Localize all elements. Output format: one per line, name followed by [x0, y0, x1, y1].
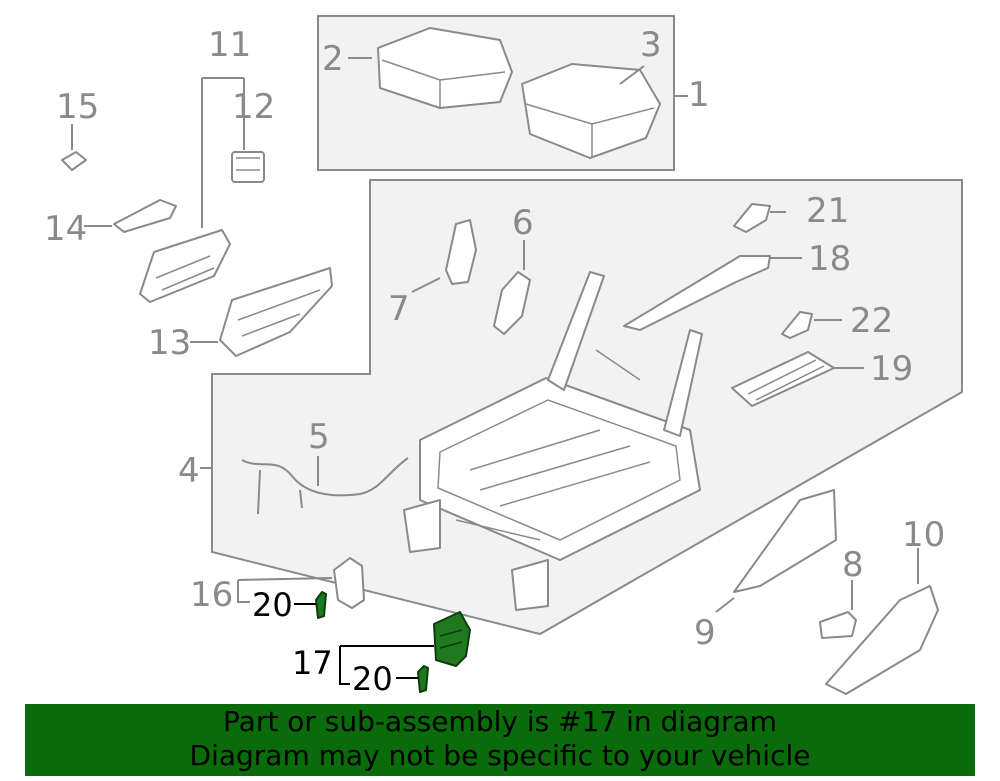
leader-lines	[71, 57, 919, 685]
callout-20-upper: 20	[252, 586, 293, 624]
callout-13: 13	[148, 323, 191, 363]
callout-19: 19	[870, 349, 913, 389]
callout-7: 7	[388, 289, 410, 329]
callout-5: 5	[308, 417, 330, 457]
part-18-rail-cover[interactable]	[623, 255, 771, 331]
part-21-clip[interactable]	[733, 203, 771, 233]
callout-22: 22	[850, 301, 893, 341]
part-20-clip-lower[interactable]	[417, 665, 429, 693]
callout-15: 15	[56, 87, 99, 127]
callout-4: 4	[178, 451, 200, 491]
callout-1: 1	[688, 75, 710, 115]
part-7-bracket[interactable]	[445, 219, 477, 285]
banner-line-2: Diagram may not be specific to your vehi…	[189, 739, 811, 772]
part-10-side-cover[interactable]	[825, 585, 939, 695]
part-22-cap[interactable]	[781, 311, 813, 339]
part-9-side-cover[interactable]	[733, 489, 837, 593]
part-4-seat-frame[interactable]	[403, 271, 703, 611]
callout-20-lower: 20	[352, 660, 393, 698]
callout-9: 9	[694, 613, 716, 653]
callout-18: 18	[808, 239, 851, 279]
banner-line-1: Part or sub-assembly is #17 in diagram	[223, 705, 777, 738]
part-20-clip-upper[interactable]	[315, 591, 327, 619]
part-2-cushion-pad[interactable]	[377, 27, 513, 109]
part-6-bracket[interactable]	[493, 271, 531, 335]
callout-12: 12	[232, 87, 275, 127]
part-13-inner-shield[interactable]	[219, 267, 333, 357]
part-16-cover[interactable]	[333, 557, 365, 609]
part-3-cushion-cover[interactable]	[521, 63, 661, 159]
callout-labels: 1 2 3 4 5 6 7 8 9 10 11 12 13 14 15 16 1…	[44, 25, 945, 698]
callout-3: 3	[640, 25, 662, 65]
callout-21: 21	[806, 191, 849, 231]
callout-16: 16	[190, 575, 233, 615]
callout-2: 2	[322, 39, 344, 79]
part-5-wire-harness[interactable]	[241, 457, 409, 515]
part-12-switch[interactable]	[231, 151, 265, 183]
part-14-handle[interactable]	[113, 199, 177, 233]
callout-11: 11	[208, 25, 251, 65]
part-11-side-shield[interactable]	[139, 229, 231, 303]
part-8-cap[interactable]	[819, 611, 857, 639]
info-banner: Part or sub-assembly is #17 in diagram D…	[25, 704, 975, 776]
callout-6: 6	[512, 203, 534, 243]
part-15-cap[interactable]	[61, 151, 87, 171]
callout-17: 17	[292, 644, 333, 682]
part-17-highlighted[interactable]	[433, 611, 471, 667]
callout-8: 8	[842, 545, 864, 585]
callout-14: 14	[44, 209, 87, 249]
callout-10: 10	[902, 515, 945, 555]
